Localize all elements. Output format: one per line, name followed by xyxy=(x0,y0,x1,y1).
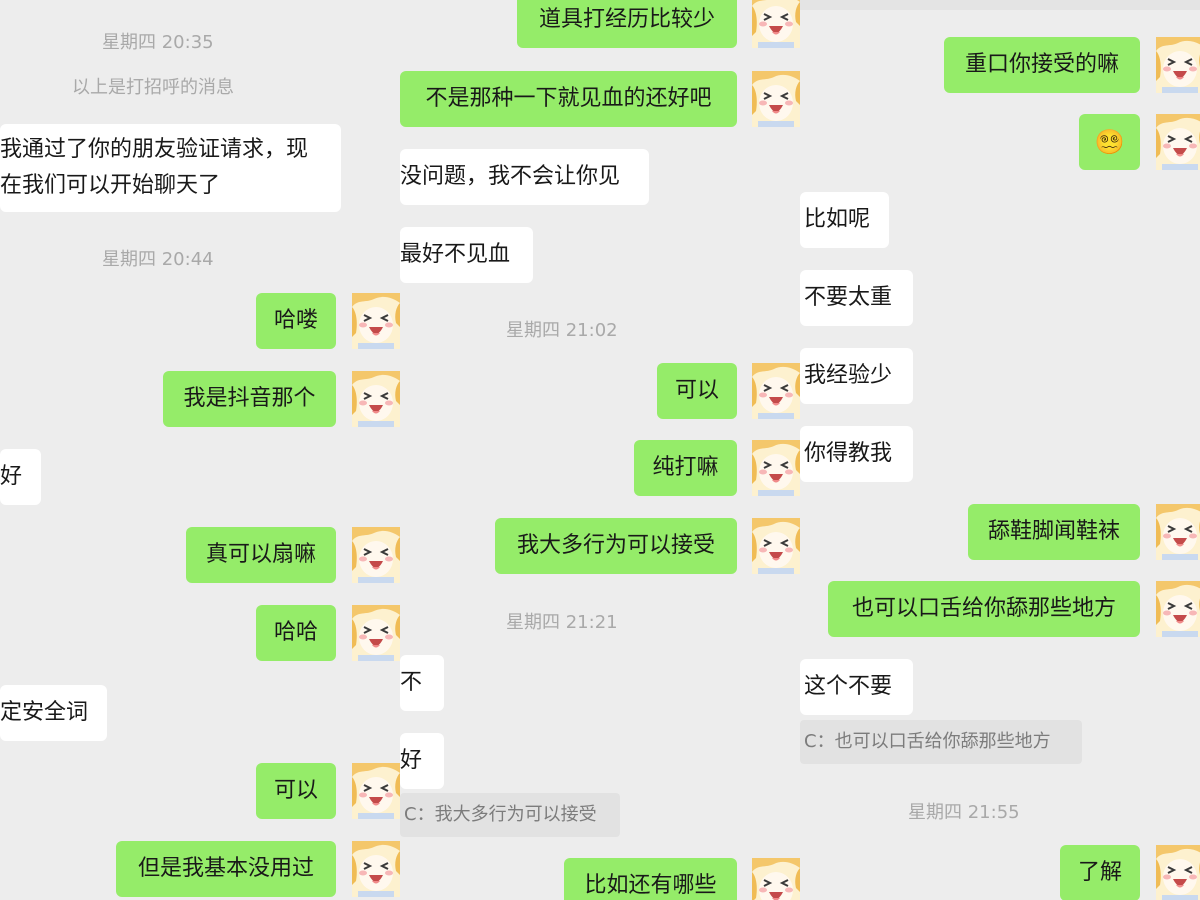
avatar[interactable] xyxy=(752,71,800,127)
message-bubble[interactable]: 不 xyxy=(400,655,444,711)
message-bubble[interactable]: 不是那种一下就见血的还好吧 xyxy=(400,71,737,127)
message-bubble[interactable]: 定安全词 xyxy=(0,685,107,741)
message-bubble[interactable]: 纯打嘛 xyxy=(634,440,737,496)
anime-girl-avatar-icon xyxy=(1156,37,1200,93)
message-bubble[interactable]: 比如还有哪些 xyxy=(564,858,737,900)
message-bubble[interactable]: 我通过了你的朋友验证请求，现在我们可以开始聊天了 xyxy=(0,124,341,212)
avatar[interactable] xyxy=(352,841,400,897)
timestamp: 星期四 21:55 xyxy=(908,802,1020,823)
system-notice: 以上是打招呼的消息 xyxy=(72,77,234,98)
message-bubble[interactable]: 哈喽 xyxy=(256,293,336,349)
avatar[interactable] xyxy=(352,293,400,349)
message-bubble[interactable]: 舔鞋脚闻鞋袜 xyxy=(968,504,1140,560)
message-bubble[interactable]: 也可以口舌给你舔那些地方 xyxy=(828,581,1140,637)
anime-girl-avatar-icon xyxy=(752,440,800,496)
anime-girl-avatar-icon xyxy=(752,363,800,419)
anime-girl-avatar-icon xyxy=(352,763,400,819)
timestamp: 星期四 21:02 xyxy=(506,320,618,341)
avatar[interactable] xyxy=(352,527,400,583)
message-bubble[interactable]: 重口你接受的嘛 xyxy=(944,37,1140,93)
quoted-message[interactable]: C：也可以口舌给你舔那些地方 xyxy=(800,720,1082,764)
anime-girl-avatar-icon xyxy=(1156,504,1200,560)
anime-girl-avatar-icon xyxy=(352,605,400,661)
message-bubble[interactable]: 可以 xyxy=(256,763,336,819)
message-bubble[interactable]: 这个不要 xyxy=(800,659,913,715)
anime-girl-avatar-icon xyxy=(352,841,400,897)
avatar[interactable] xyxy=(1156,845,1200,900)
anime-girl-avatar-icon xyxy=(1156,581,1200,637)
avatar[interactable] xyxy=(352,371,400,427)
avatar[interactable] xyxy=(752,0,800,48)
avatar[interactable] xyxy=(352,605,400,661)
timestamp: 星期四 21:21 xyxy=(506,612,618,633)
anime-girl-avatar-icon xyxy=(752,518,800,574)
message-bubble[interactable]: 但是我基本没用过 xyxy=(116,841,336,897)
message-bubble[interactable]: 了解 xyxy=(1060,845,1140,900)
message-bubble[interactable]: 我是抖音那个 xyxy=(163,371,336,427)
message-bubble[interactable]: 真可以扇嘛 xyxy=(186,527,336,583)
anime-girl-avatar-icon xyxy=(752,0,800,48)
message-bubble[interactable]: 最好不见血 xyxy=(400,227,533,283)
anime-girl-avatar-icon xyxy=(1156,114,1200,170)
avatar[interactable] xyxy=(752,518,800,574)
anime-girl-avatar-icon xyxy=(1156,845,1200,900)
message-bubble[interactable]: 没问题，我不会让你见 xyxy=(400,149,649,205)
message-bubble[interactable]: 你得教我 xyxy=(800,426,913,482)
anime-girl-avatar-icon xyxy=(752,858,800,900)
avatar[interactable] xyxy=(1156,114,1200,170)
avatar[interactable] xyxy=(752,363,800,419)
message-bubble[interactable]: 比如呢 xyxy=(800,192,889,248)
anime-girl-avatar-icon xyxy=(352,527,400,583)
chat-panel-left: 星期四 20:35 以上是打招呼的消息 我通过了你的朋友验证请求，现在我们可以开… xyxy=(0,0,400,900)
message-bubble[interactable]: 哈哈 xyxy=(256,605,336,661)
message-bubble[interactable]: 可以 xyxy=(657,363,737,419)
anime-girl-avatar-icon xyxy=(752,71,800,127)
quoted-message[interactable]: C：我大多行为可以接受 xyxy=(400,793,620,837)
avatar[interactable] xyxy=(752,440,800,496)
timestamp: 星期四 20:35 xyxy=(102,32,214,53)
anime-girl-avatar-icon xyxy=(352,293,400,349)
timestamp: 星期四 20:44 xyxy=(102,249,214,270)
avatar[interactable] xyxy=(352,763,400,819)
message-bubble[interactable]: 好 xyxy=(400,733,444,789)
chat-panel-right: 重口你接受的嘛 😵‍💫 比如呢 不要太重 我经验少 你得教我 舔鞋脚闻鞋袜 也可… xyxy=(800,0,1200,900)
anime-girl-avatar-icon xyxy=(352,371,400,427)
avatar[interactable] xyxy=(1156,37,1200,93)
message-bubble[interactable]: 不要太重 xyxy=(800,270,913,326)
avatar[interactable] xyxy=(752,858,800,900)
dizzy-face-emoji-icon[interactable]: 😵‍💫 xyxy=(1079,114,1140,170)
message-bubble[interactable]: 我大多行为可以接受 xyxy=(495,518,737,574)
message-bubble[interactable]: 好 xyxy=(0,449,41,505)
message-bubble[interactable]: 我经验少 xyxy=(800,348,913,404)
avatar[interactable] xyxy=(1156,504,1200,560)
chat-panel-middle: 道具打经历比较少 不是那种一下就见血的还好吧 没问题，我不会让你见 最好不见血 … xyxy=(400,0,800,900)
avatar[interactable] xyxy=(1156,581,1200,637)
message-bubble[interactable]: 道具打经历比较少 xyxy=(517,0,737,48)
